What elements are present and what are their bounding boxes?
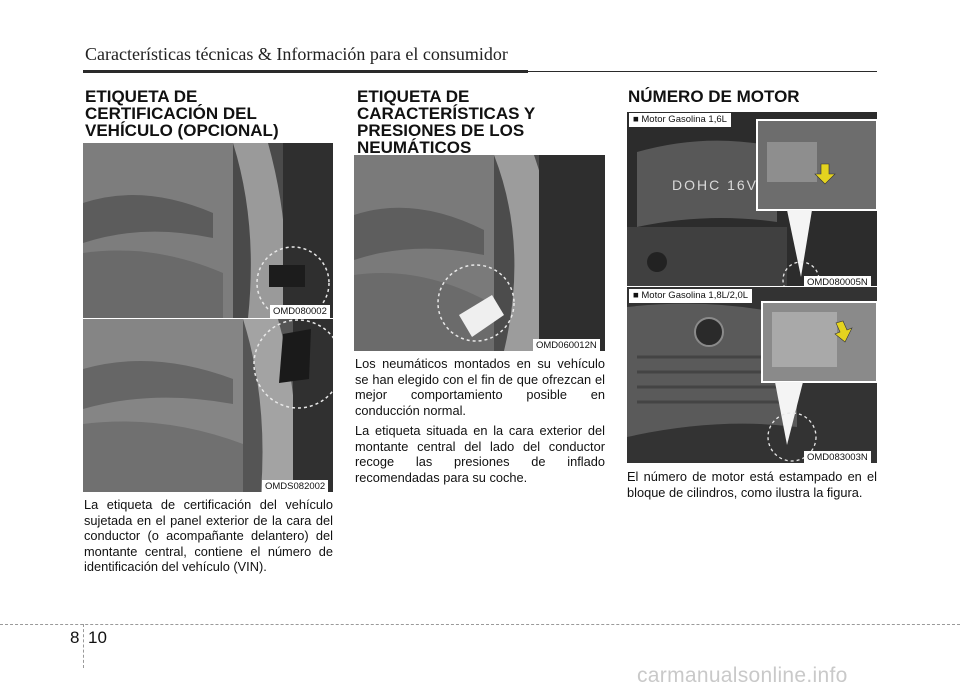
engine-number-text: El número de motor está estampado en el … bbox=[627, 469, 877, 500]
motor-tag-1-6l: ■ Motor Gasolina 1,6L bbox=[629, 113, 731, 127]
tire-text-1: Los neumáticos montados en su vehículo s… bbox=[355, 356, 605, 418]
watermark: carmanualsonline.info bbox=[637, 664, 848, 687]
photo-code-omds082002: OMDS082002 bbox=[262, 480, 329, 493]
certification-description: La etiqueta de certificación del vehícul… bbox=[84, 497, 333, 580]
photo-code-omd080005n: OMD080005N bbox=[804, 276, 871, 289]
header-title: Características técnicas & Información p… bbox=[85, 44, 508, 64]
tire-text-2: La etiqueta situada en la cara exterior … bbox=[355, 423, 605, 485]
engine-cover-text: DOHC 16V bbox=[672, 177, 758, 193]
header-rule-thin bbox=[528, 71, 877, 72]
tire-label-photo bbox=[354, 155, 605, 351]
page-number: 10 bbox=[88, 628, 107, 647]
engine-number-description: El número de motor está estampado en el … bbox=[627, 469, 877, 505]
heading-tire-pressure-label: ETIQUETA DE CARACTERÍSTICAS Y PRESIONES … bbox=[357, 87, 536, 157]
chapter-number: 8 bbox=[70, 628, 80, 647]
motor-tag-1-8l-2-0l: ■ Motor Gasolina 1,8L/2,0L bbox=[629, 289, 753, 303]
heading-vehicle-certification: ETIQUETA DE CERTIFICACIÓN DEL VEHÍCULO (… bbox=[85, 87, 279, 140]
tire-description: Los neumáticos montados en su vehículo s… bbox=[355, 356, 605, 490]
photo-code-omd080002: OMD080002 bbox=[270, 305, 330, 318]
door-pillar-photo-2 bbox=[83, 319, 333, 492]
certification-text: La etiqueta de certificación del vehícul… bbox=[84, 497, 333, 574]
engine-photo-1-6l: DOHC 16V bbox=[627, 112, 877, 286]
photo-code-omd083003n: OMD083003N bbox=[804, 451, 871, 464]
door-pillar-photo-1 bbox=[83, 143, 333, 318]
footer-rule bbox=[0, 624, 960, 625]
header-rule bbox=[83, 70, 528, 73]
footer-divider bbox=[83, 624, 84, 668]
photo-code-omd060012n: OMD060012N bbox=[533, 339, 600, 352]
engine-photo-1-8l-2-0l bbox=[627, 287, 877, 463]
heading-engine-number: NÚMERO DE MOTOR bbox=[628, 87, 800, 106]
